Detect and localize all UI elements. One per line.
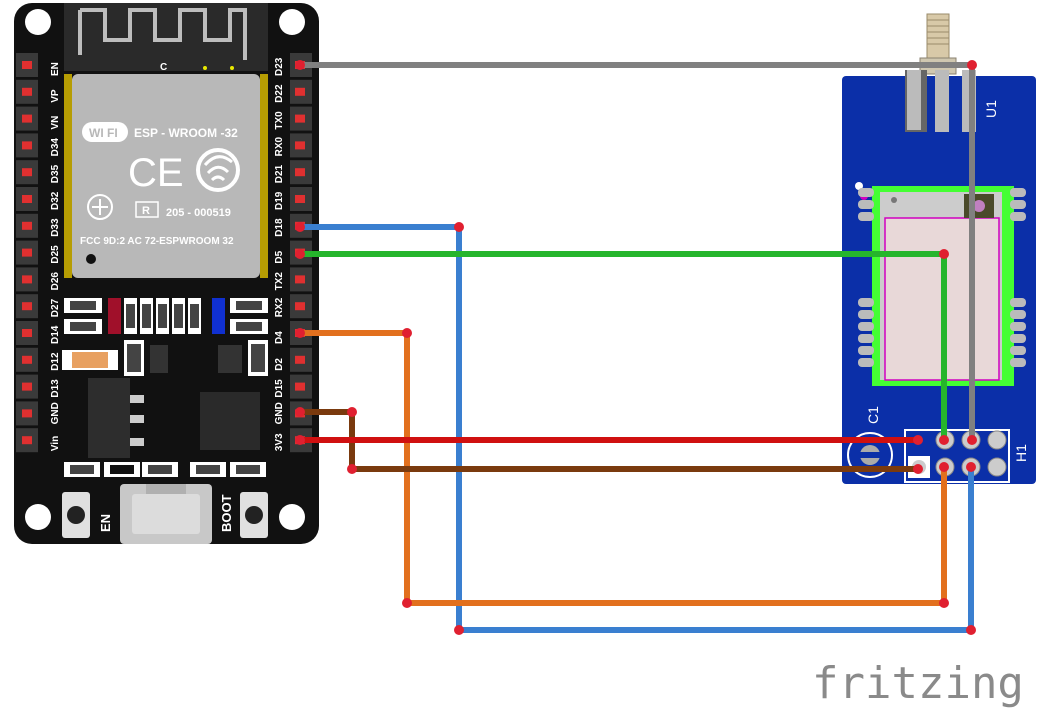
right-pin-d2-11[interactable]: D2: [274, 347, 312, 372]
right-pin-label: RX0: [274, 137, 285, 157]
boot-button-label: BOOT: [219, 494, 234, 532]
left-pin-d14-10[interactable]: D14: [16, 321, 61, 345]
left-pin-d34-3[interactable]: D34: [16, 133, 61, 158]
mount-hole-bottom-left: [25, 504, 51, 530]
fcc-line: FCC 9D:2 AC 72-ESPWROOM 32: [80, 236, 234, 247]
left-pin-en-0[interactable]: EN: [16, 53, 61, 77]
right-pin-label: D23: [274, 57, 285, 76]
left-pin-label: D32: [50, 191, 61, 210]
h1-label: H1: [1013, 444, 1029, 462]
antenna-trace: [78, 8, 247, 60]
en-button-label: EN: [98, 514, 113, 532]
left-pin-d26-8[interactable]: D26: [16, 267, 61, 292]
u1-label: U1: [983, 100, 999, 118]
right-pin-d19-5[interactable]: D19: [274, 187, 312, 211]
right-pin-label: RX2: [274, 297, 285, 317]
wifi-logo-icon: WI FI: [82, 122, 128, 142]
left-pin-label: D33: [50, 218, 61, 237]
usb-uart-chip: [200, 392, 260, 450]
right-pin-label: 3V3: [274, 433, 285, 451]
right-pin-label: GND: [274, 402, 285, 424]
left-pin-d13-12[interactable]: D13: [16, 374, 61, 399]
mount-hole-top-right: [279, 9, 305, 35]
esp32-devkit-board: C WI FI ESP - WROOM -32 CE R 205 - 00051…: [14, 3, 319, 544]
left-pin-d35-4[interactable]: D35: [16, 160, 61, 185]
svg-text:WI FI: WI FI: [89, 126, 118, 140]
wire-junctions: [295, 60, 977, 635]
ce-mark: CE: [128, 151, 184, 195]
right-pin-rx0-3[interactable]: RX0: [274, 133, 312, 158]
left-pin-label: D13: [50, 379, 61, 398]
left-pin-label: D25: [50, 245, 61, 264]
left-pin-label: D26: [50, 272, 61, 291]
left-pin-label: GND: [50, 402, 61, 424]
right-pin-label: D19: [274, 191, 285, 210]
left-pin-label: EN: [50, 62, 61, 76]
right-pin-tx0-2[interactable]: TX0: [274, 106, 312, 131]
left-pin-d12-11[interactable]: D12: [16, 347, 61, 372]
right-pin-label: D2: [274, 358, 285, 371]
right-pin-label: D4: [274, 331, 285, 344]
right-pin-d15-12[interactable]: D15: [274, 374, 312, 399]
c1-label: C1: [865, 406, 881, 424]
right-pin-label: D15: [274, 379, 285, 398]
left-pin-vp-1[interactable]: VP: [16, 79, 61, 104]
mount-hole-top-left: [25, 9, 51, 35]
smd-components: [62, 298, 268, 477]
right-pin-label: D18: [274, 218, 285, 237]
en-button[interactable]: [62, 492, 90, 538]
cert-number: 205 - 000519: [166, 207, 231, 219]
right-pin-rx2-9[interactable]: RX2: [274, 294, 312, 319]
left-pin-d32-5[interactable]: D32: [16, 187, 61, 211]
right-pin-tx2-8[interactable]: TX2: [274, 267, 312, 292]
left-pin-label: D27: [50, 298, 61, 317]
left-pin-d25-7[interactable]: D25: [16, 240, 61, 265]
left-pin-vn-2[interactable]: VN: [16, 106, 61, 131]
module-top-label: C: [160, 62, 167, 73]
rf-module-pads-left: [858, 188, 874, 367]
r-mark: R: [142, 205, 150, 217]
right-pin-label: D5: [274, 250, 285, 263]
micro-usb-port: [120, 484, 212, 544]
certification-mark-icon: [87, 194, 113, 220]
right-pin-d21-4[interactable]: D21: [274, 160, 312, 185]
espressif-logo-icon: [196, 148, 240, 192]
left-pin-gnd-13[interactable]: GND: [16, 401, 61, 426]
left-pin-label: Vin: [50, 436, 61, 451]
left-pin-label: VP: [50, 89, 61, 103]
r-mark-box: [135, 201, 159, 218]
right-pin-label: TX0: [274, 111, 285, 130]
left-pin-vin-14[interactable]: Vin: [16, 428, 61, 453]
right-pin-label: TX2: [274, 272, 285, 291]
left-pin-label: D34: [50, 138, 61, 157]
left-pin-label: D35: [50, 164, 61, 183]
rf-module-pads-right: [1010, 188, 1026, 367]
right-pin-d22-1[interactable]: D22: [274, 79, 312, 104]
left-pin-d27-9[interactable]: D27: [16, 294, 61, 319]
c1-capacitor-outline: [847, 432, 893, 478]
rf-transceiver-module: U1: [842, 13, 1036, 484]
h1-header-outline: [904, 429, 1010, 483]
module-model-label: ESP - WROOM -32: [134, 126, 238, 140]
left-pin-label: D12: [50, 352, 61, 371]
mount-hole-bottom-right: [279, 504, 305, 530]
right-pin-label: D22: [274, 84, 285, 103]
boot-button[interactable]: [240, 492, 268, 538]
antenna-area: [64, 3, 268, 71]
left-pin-label: D14: [50, 325, 61, 344]
left-pin-label: VN: [50, 116, 61, 130]
right-pin-label: D21: [274, 164, 285, 183]
left-pin-d33-6[interactable]: D33: [16, 213, 61, 238]
fritzing-brand: fritzing: [812, 658, 1024, 709]
